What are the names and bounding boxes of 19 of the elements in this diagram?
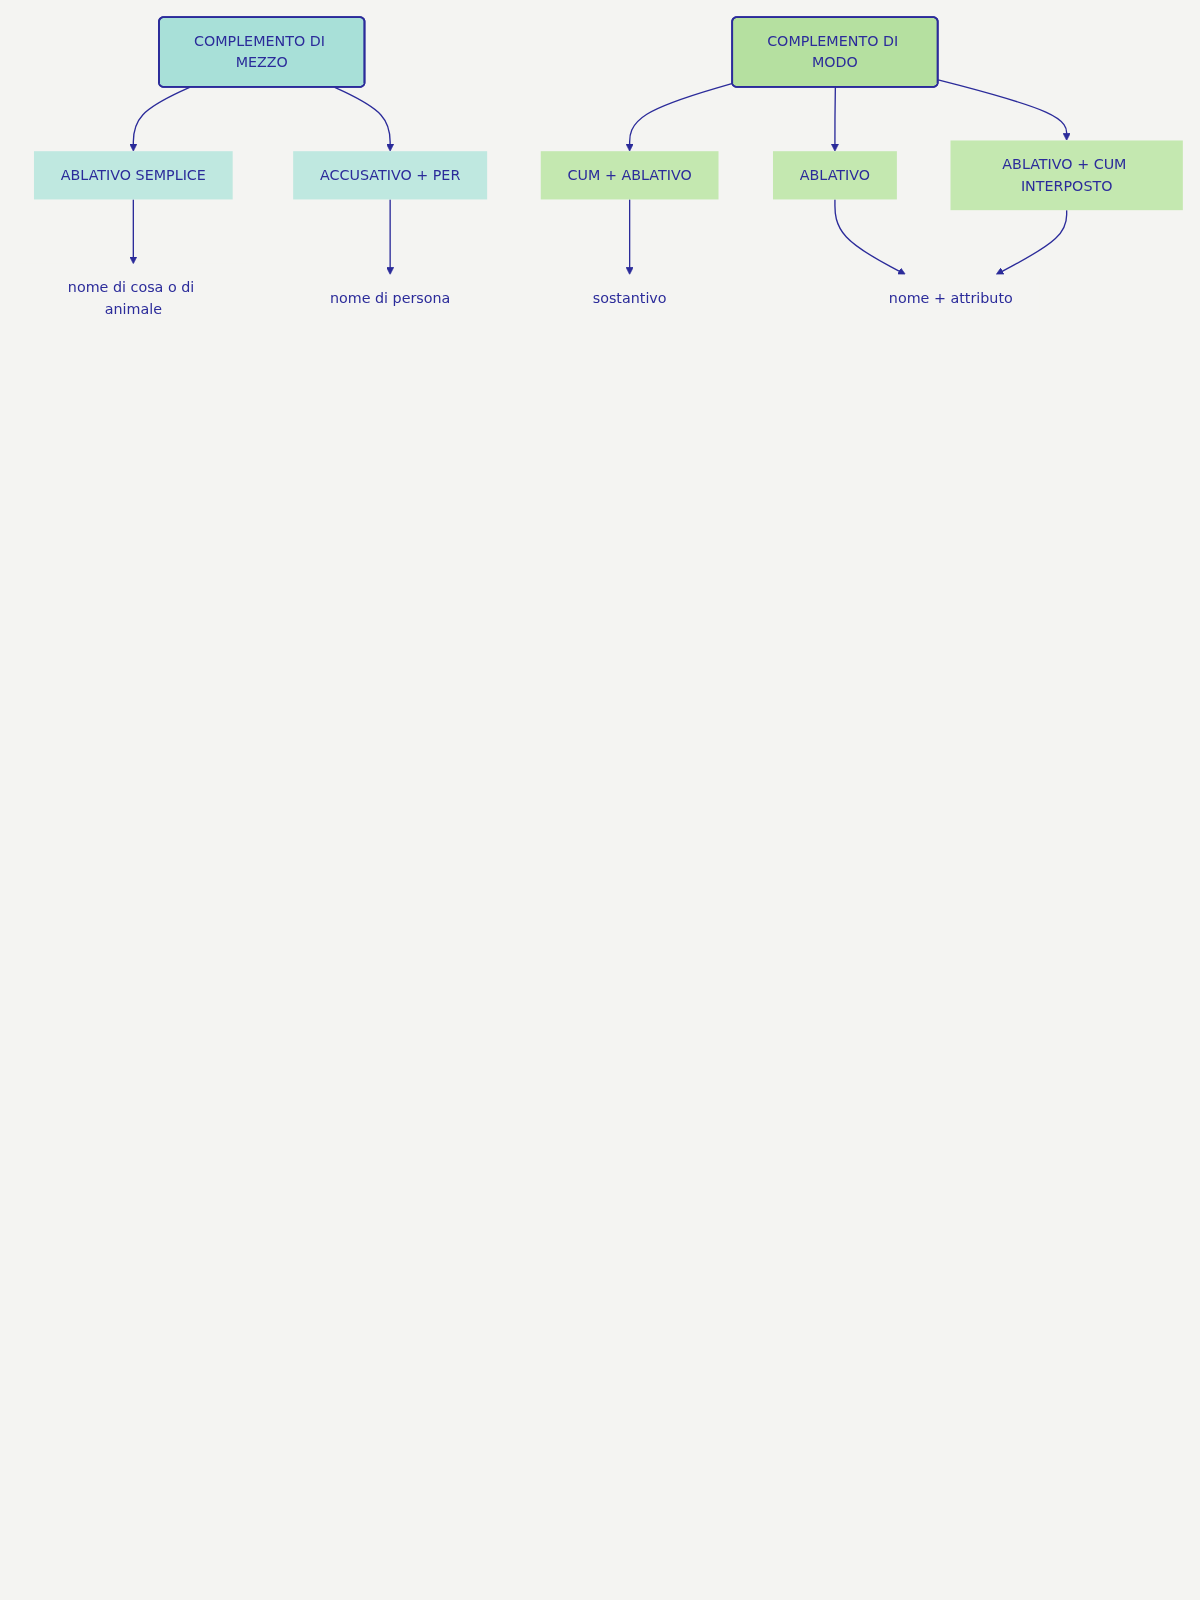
arrow: [625, 198, 634, 275]
arrow: [625, 82, 734, 152]
node-box: ACCUSATIVO + PER: [293, 151, 488, 200]
node-text: nome + attributo: [888, 289, 1013, 307]
arrow: [386, 198, 395, 275]
node-text: nome di persona: [329, 289, 451, 307]
arrow: [937, 79, 1071, 141]
arrow: [831, 86, 839, 152]
arrow: [995, 209, 1068, 275]
node-box: ABLATIVO + CUM INTERPOSTO: [950, 140, 1183, 211]
node-box: CUM + ABLATIVO: [540, 151, 719, 200]
node-text: sostantivo: [592, 289, 667, 307]
node-text: nome di cosa o di animale: [67, 278, 195, 318]
node-box: ABLATIVO: [773, 151, 897, 200]
arrow: [129, 198, 138, 265]
arrow: [129, 86, 191, 152]
arrow: [334, 86, 395, 152]
node-box: ABLATIVO SEMPLICE: [33, 151, 233, 200]
arrow: [834, 198, 906, 275]
